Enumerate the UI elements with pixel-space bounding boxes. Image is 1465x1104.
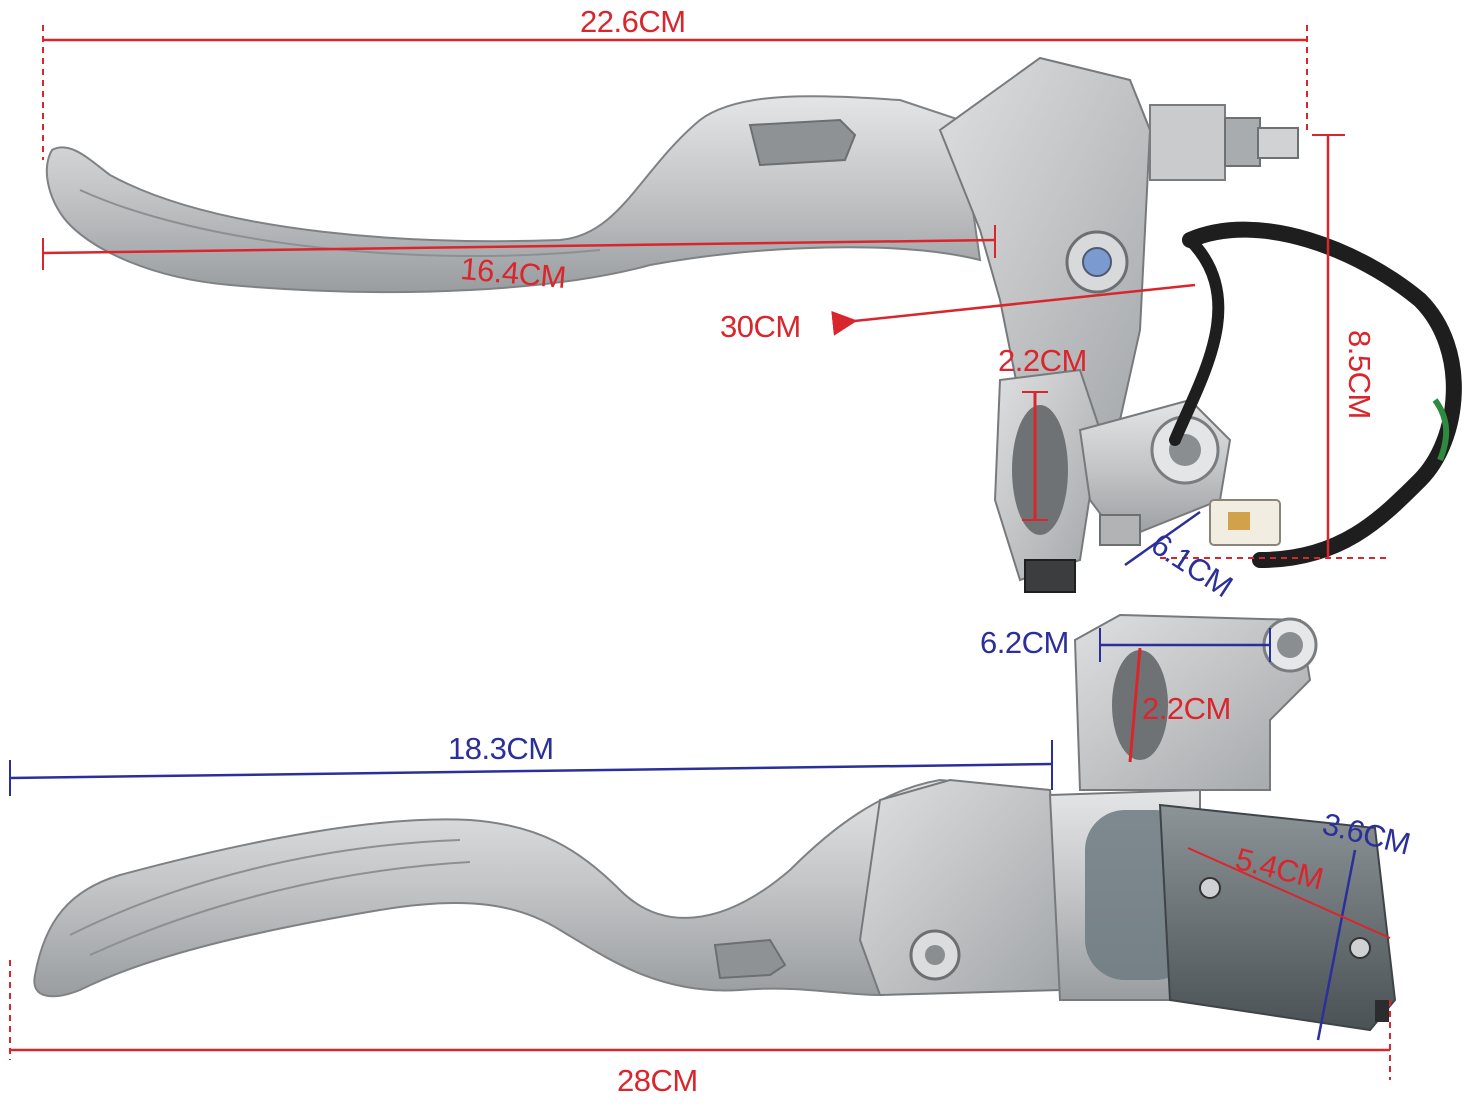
bottom-lever-blade <box>33 778 1062 998</box>
label-clamp-bottom: 2.2CM <box>1142 691 1231 726</box>
label-clamp-top: 2.2CM <box>998 343 1087 378</box>
dim-line-reservoir-width <box>1316 849 1357 1041</box>
bottom-lever <box>33 613 1397 1032</box>
dim-line-connector <box>1124 510 1201 567</box>
label-total-length-bottom: 28CM <box>617 1063 698 1098</box>
top-switch-wire <box>1182 221 1462 568</box>
label-mount-width: 6.2CM <box>980 625 1069 660</box>
dim-line-clamp-bottom <box>1128 647 1142 763</box>
dim-line-cable <box>831 283 1196 336</box>
label-lever-length-bottom: 18.3CM <box>448 731 554 766</box>
label-lever-length-top: 16.4CM <box>459 251 568 296</box>
top-adjuster <box>1149 104 1226 181</box>
bottom-pivot-block <box>858 778 1062 997</box>
bottom-lever-slot <box>713 938 787 980</box>
dim-line-lever-top <box>42 238 996 255</box>
label-total-length-top: 22.6CM <box>580 4 686 39</box>
dim-line-lever-bottom <box>9 762 1053 780</box>
label-height: 8.5CM <box>1342 330 1377 419</box>
top-lever-slot <box>748 118 857 167</box>
dimension-lines <box>9 25 1391 1080</box>
dim-line-reservoir-length <box>1187 847 1391 939</box>
label-cable-length: 30CM <box>720 309 801 344</box>
